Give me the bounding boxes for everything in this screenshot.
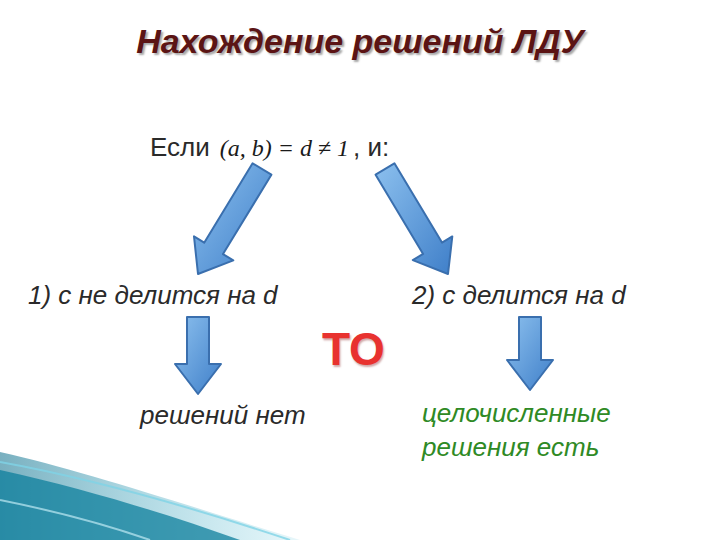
wave-band <box>0 452 300 540</box>
node-text: 2) c делится на d <box>412 280 626 311</box>
wave-band <box>0 470 240 540</box>
condition-text: Если (a, b) = d ≠ 1, и: <box>150 132 389 163</box>
node-text: Если <box>150 132 210 163</box>
case-text: 2) c делится на d <box>412 280 626 311</box>
result-text: целочисленные решения есть <box>422 396 662 464</box>
node-text: (a, b) = d ≠ 1 <box>220 135 349 162</box>
wave-line <box>0 462 290 540</box>
block-arrow <box>376 163 453 274</box>
node-text: решений нет <box>140 400 306 431</box>
slide-title: Нахождение решений ЛДУ <box>0 22 720 61</box>
result-text: решений нет <box>140 400 306 431</box>
block-arrow <box>194 163 271 274</box>
then-word: ТО <box>322 322 385 376</box>
block-arrow <box>507 317 553 390</box>
node-text: , и: <box>353 132 389 163</box>
node-text: целочисленные решения есть <box>422 396 662 464</box>
case-text: 1) c не делится на d <box>28 280 278 311</box>
wave-line <box>0 500 150 540</box>
block-arrow <box>175 317 221 394</box>
node-text: 1) c не делится на d <box>28 280 278 311</box>
